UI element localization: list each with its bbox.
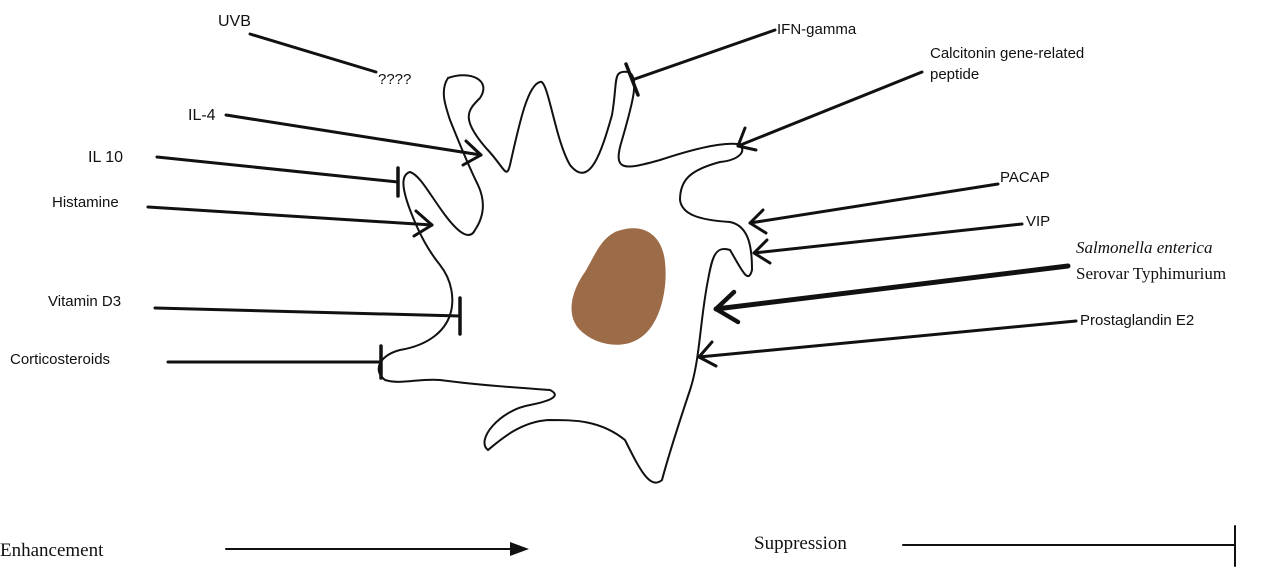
- pacap-line: [750, 184, 998, 223]
- unknown-effect-label: ????: [378, 71, 411, 88]
- uvb-line: [250, 34, 376, 72]
- salmonella-line: [716, 266, 1068, 309]
- ifn-gamma-label: IFN-gamma: [777, 21, 857, 38]
- cell-outline: [379, 72, 752, 483]
- salmonella-label-line2: Serovar Typhimurium: [1076, 264, 1226, 283]
- ifn-gamma-line: [632, 30, 775, 80]
- il4-label: IL-4: [188, 107, 216, 124]
- histamine-label: Histamine: [52, 194, 119, 211]
- il10-label: IL 10: [88, 149, 123, 166]
- salmonella-label-line1: Salmonella enterica: [1076, 238, 1212, 257]
- legend-suppression-label: Suppression: [754, 533, 847, 554]
- legend-enhancement-label: Enhancement: [0, 540, 104, 561]
- cgrp-label-line1: Calcitonin gene-related: [930, 45, 1084, 62]
- il4-line: [226, 115, 481, 155]
- cgrp-line: [738, 72, 922, 146]
- histamine-line: [148, 207, 432, 225]
- vitamin-d3-label: Vitamin D3: [48, 293, 121, 310]
- prostaglandin-arrowhead: [699, 342, 716, 366]
- il10-line: [157, 157, 398, 182]
- cgrp-label-line2: peptide: [930, 66, 979, 83]
- pacap-label: PACAP: [1000, 169, 1050, 186]
- prostaglandin-label: Prostaglandin E2: [1080, 312, 1194, 329]
- vip-label: VIP: [1026, 213, 1050, 230]
- corticosteroids-label: Corticosteroids: [10, 351, 110, 368]
- uvb-label: UVB: [218, 13, 251, 30]
- vitamin-d3-line: [155, 308, 460, 316]
- legend-enhancement-arrowhead: [510, 542, 529, 556]
- prostaglandin-line: [699, 321, 1076, 357]
- vip-line: [754, 224, 1022, 253]
